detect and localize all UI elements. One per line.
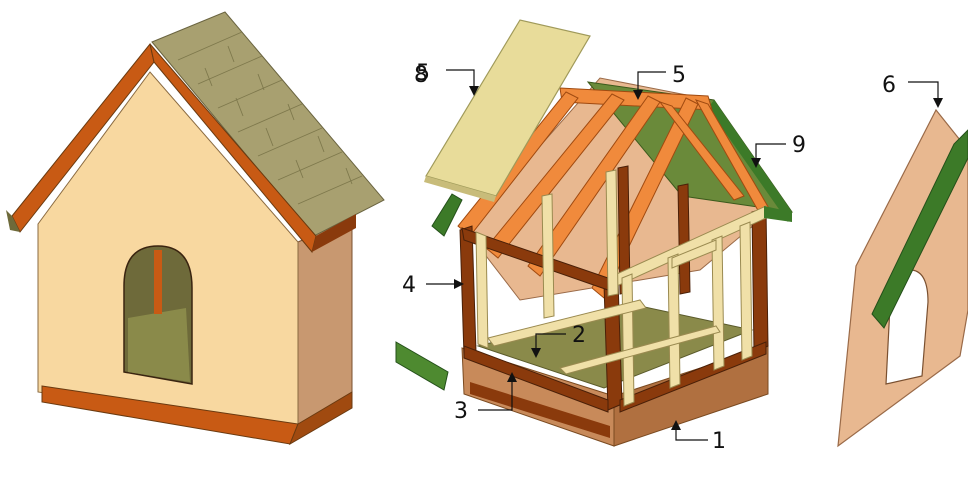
eave-left — [6, 210, 20, 232]
right-back-post — [751, 207, 769, 353]
callout-1 — [671, 420, 708, 441]
roof-plywood-panel — [425, 19, 591, 197]
label-5: 5 — [672, 63, 686, 88]
door-inner-floor — [128, 308, 190, 382]
callout-8: 5 — [416, 61, 479, 96]
panel-green-trim — [871, 129, 968, 329]
front-corner-post — [603, 279, 623, 411]
bottom-plate-left — [463, 345, 609, 413]
green-trim-loose — [395, 341, 449, 391]
green-trim-right — [764, 206, 792, 222]
callout-2 — [531, 333, 566, 358]
floor-joists — [487, 299, 721, 375]
label-1: 1 — [712, 429, 726, 454]
green-trim-left — [431, 193, 463, 237]
label-2: 2 — [572, 323, 586, 348]
side-panel-view — [837, 108, 968, 448]
back-right-post — [677, 183, 691, 295]
finished-doghouse — [6, 11, 385, 446]
label-6: 6 — [882, 73, 896, 98]
callout-9 — [751, 143, 786, 168]
shingle-lines — [177, 31, 363, 205]
label-4: 4 — [402, 273, 416, 298]
rafters — [457, 91, 699, 299]
fascia-right-end — [312, 214, 356, 252]
skid-board — [470, 382, 610, 438]
callout-5: 1 5 — [633, 71, 666, 100]
callout-6 — [908, 81, 943, 108]
bottom-trim-side — [288, 391, 353, 446]
wall-studs — [475, 169, 753, 407]
door-header — [671, 239, 717, 269]
door-inner-post — [154, 250, 162, 314]
rafter-tails — [658, 99, 771, 215]
callouts: 5 1 5 — [416, 61, 943, 441]
left-corner-post — [459, 225, 477, 357]
callout-3 — [478, 372, 517, 411]
callout-4 — [426, 279, 464, 289]
roof-plywood-edge — [424, 176, 496, 202]
callout-label-8: 5 — [416, 61, 430, 86]
framing-view — [395, 19, 794, 447]
right-roof-edge — [708, 100, 792, 222]
label-8: 8 — [414, 63, 428, 88]
label-9: 9 — [792, 133, 806, 158]
label-3: 3 — [454, 399, 468, 424]
